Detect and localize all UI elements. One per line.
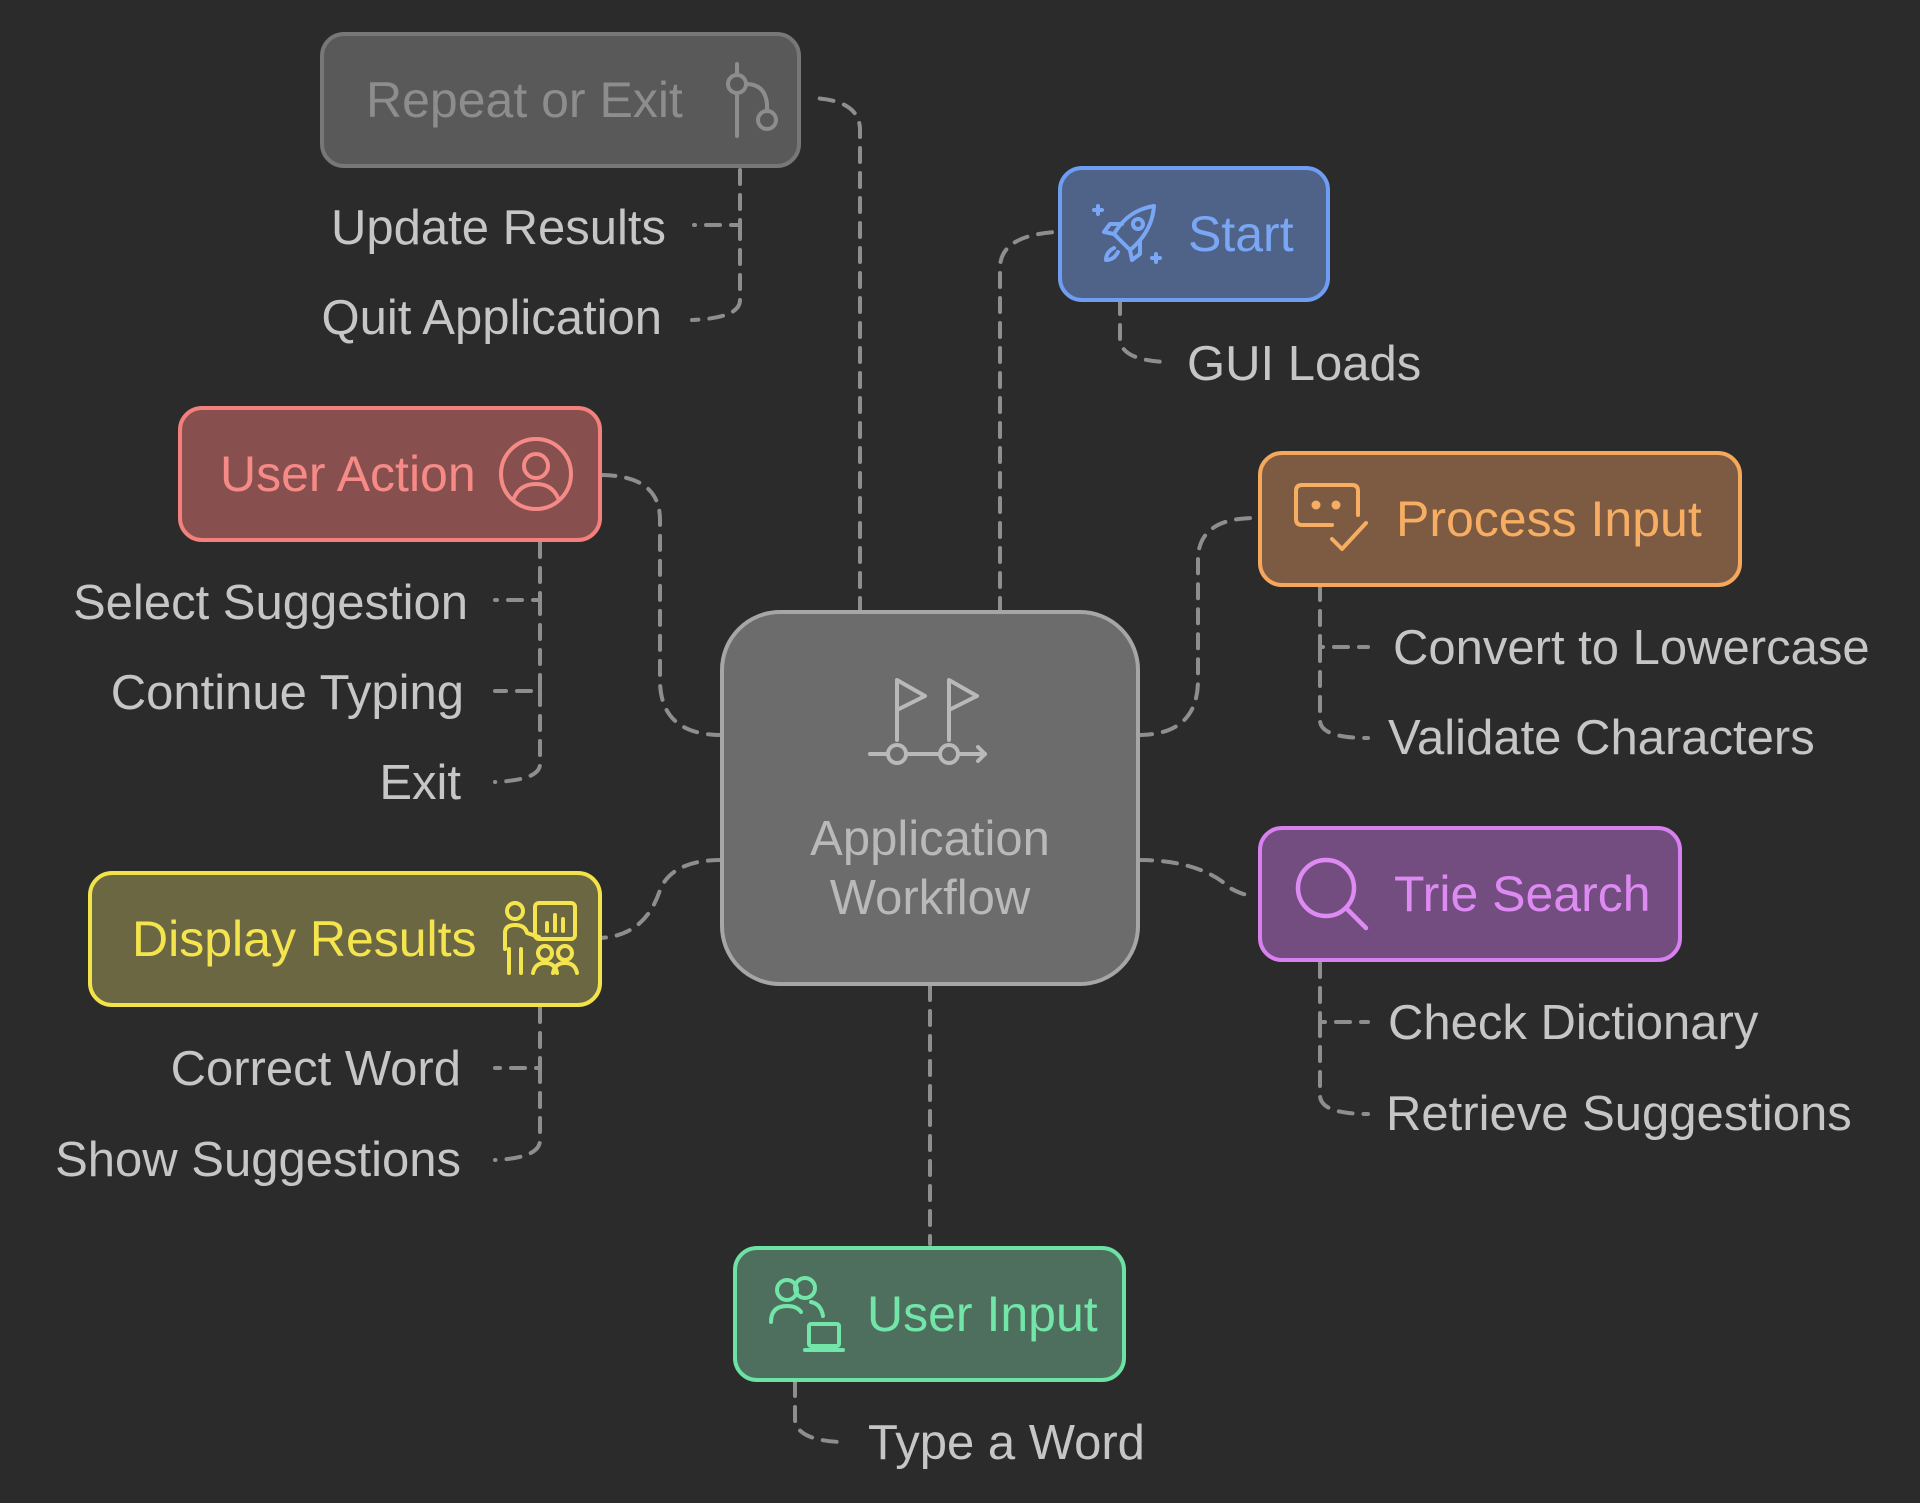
center-node-application-workflow: Application Workflow — [720, 610, 1140, 986]
item-type-a-word: Type a Word — [868, 1416, 1145, 1470]
node-label: Trie Search — [1394, 866, 1651, 922]
branch-icon — [717, 60, 787, 140]
item-update-results: Update Results — [330, 201, 666, 255]
node-user-action[interactable]: User Action — [178, 406, 602, 542]
node-label: Repeat or Exit — [366, 72, 683, 128]
node-label: Process Input — [1396, 491, 1702, 547]
chat-check-icon — [1292, 481, 1372, 557]
node-repeat-or-exit[interactable]: Repeat or Exit — [320, 32, 801, 168]
flags-icon — [865, 668, 995, 782]
center-title-line2: Workflow — [829, 870, 1031, 925]
node-label: User Input — [867, 1286, 1098, 1342]
center-title-line1: Application — [810, 812, 1050, 867]
item-check-dictionary: Check Dictionary — [1388, 996, 1759, 1050]
item-retrieve-suggestions: Retrieve Suggestions — [1386, 1087, 1852, 1141]
node-start[interactable]: Start — [1058, 166, 1330, 302]
node-user-input[interactable]: User Input — [733, 1246, 1126, 1382]
rocket-icon — [1092, 196, 1168, 272]
users-laptop-icon — [767, 1274, 847, 1354]
presenter-chart-icon — [499, 899, 579, 979]
node-process-input[interactable]: Process Input — [1258, 451, 1742, 587]
item-continue-typing: Continue Typing — [110, 666, 464, 720]
item-quit-application: Quit Application — [321, 291, 663, 345]
node-display-results[interactable]: Display Results — [88, 871, 602, 1007]
item-gui-loads: GUI Loads — [1187, 337, 1422, 391]
item-show-suggestions: Show Suggestions — [55, 1133, 461, 1187]
node-trie-search[interactable]: Trie Search — [1258, 826, 1682, 962]
item-select-suggestion: Select Suggestion — [73, 576, 468, 630]
item-convert-to-lowercase: Convert to Lowercase — [1393, 621, 1870, 675]
item-correct-word: Correct Word — [170, 1042, 461, 1096]
node-label: Start — [1188, 206, 1294, 262]
item-exit: Exit — [379, 756, 461, 810]
user-circle-icon — [498, 436, 574, 512]
search-icon — [1292, 854, 1372, 934]
item-validate-characters: Validate Characters — [1388, 711, 1815, 765]
node-label: Display Results — [132, 911, 477, 967]
node-label: User Action — [220, 446, 476, 502]
